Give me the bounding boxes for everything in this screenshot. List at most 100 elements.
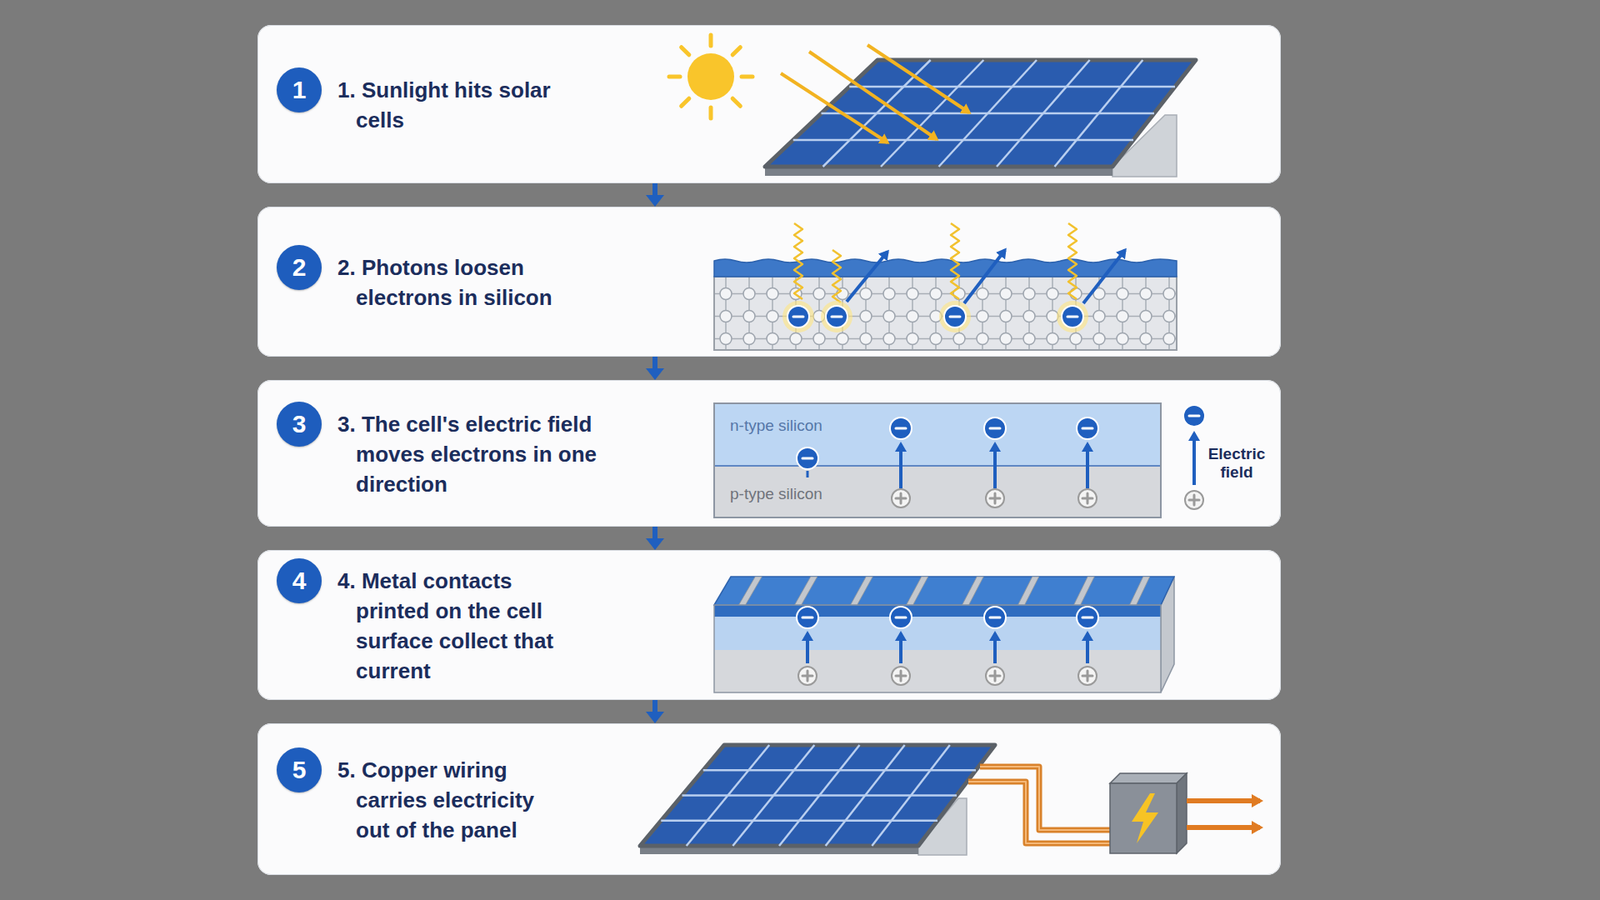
output-arrow	[1186, 825, 1260, 830]
step-text: 5. Copper wiring carries electricity out…	[337, 755, 565, 845]
electron	[1189, 415, 1200, 418]
flow-arrow	[652, 526, 658, 539]
sun-symbol	[669, 35, 753, 119]
step-text: 3. The cell's electric field moves elect…	[337, 409, 598, 500]
electron	[890, 606, 912, 629]
cell-slab	[906, 576, 929, 605]
sun-symbol	[681, 98, 690, 106]
hole	[1086, 670, 1090, 681]
hole	[994, 493, 997, 504]
step-text: 1. Sunlight hits solar cells	[337, 75, 556, 135]
pn-junction	[714, 465, 1161, 467]
electron	[990, 616, 1000, 620]
electron	[796, 405, 1205, 470]
junction-box	[1110, 783, 1177, 854]
solar-panel	[660, 820, 938, 823]
field-label: Electric field	[1200, 445, 1274, 482]
pn-junction	[714, 403, 1161, 518]
loose-electron	[793, 315, 1078, 319]
electron	[1183, 405, 1205, 427]
photon-wave	[1068, 223, 1077, 300]
hole	[891, 666, 910, 685]
hole	[1185, 490, 1204, 510]
step-badge: 4	[276, 558, 322, 604]
step-panel: 2. Photons loosen electrons in silicon 2	[257, 206, 1281, 357]
loose-electron	[1056, 300, 1089, 333]
cell-slab	[714, 576, 1175, 605]
step-badge: 2	[276, 245, 322, 290]
photon-wave	[794, 223, 1077, 303]
pn-junction	[714, 465, 1161, 518]
hole	[895, 493, 1200, 505]
photon-wave	[950, 223, 960, 300]
callout-number: 2	[292, 253, 307, 282]
solar-panel	[821, 112, 1155, 115]
electron	[990, 427, 1000, 430]
junction-box	[1131, 793, 1159, 844]
electron	[1076, 417, 1099, 440]
cell-slab	[795, 576, 818, 605]
junction-box	[1110, 773, 1187, 854]
sunlight-ray	[867, 45, 970, 113]
copper-wire	[968, 766, 1110, 844]
hole	[798, 666, 1097, 685]
solar-panel	[660, 745, 976, 846]
step-text-block: 2. Photons loosen electrons in silicon	[337, 252, 588, 313]
hole	[900, 493, 903, 504]
silicon-block	[714, 276, 1177, 350]
cell-slab	[962, 576, 985, 605]
electron	[1076, 606, 1099, 629]
flow-arrow	[652, 700, 658, 712]
hole	[1086, 493, 1090, 504]
solar-panel	[640, 745, 995, 855]
label-slot: p-type silicon	[730, 485, 823, 504]
copper-wire	[968, 781, 1110, 844]
sunlight-ray	[780, 45, 970, 143]
sunlight-ray	[809, 51, 937, 140]
callout-number: 3	[292, 410, 307, 439]
field-arrow	[806, 470, 810, 478]
hole	[798, 666, 817, 685]
sun-symbol	[669, 35, 753, 119]
field-arrow	[805, 633, 810, 664]
step-panel: 1. Sunlight hits solar cells 1	[257, 25, 1281, 184]
cell-slab	[714, 650, 1161, 693]
step-badge: 5	[276, 747, 322, 793]
electron	[890, 417, 912, 440]
electron	[895, 427, 906, 430]
field-arrow	[1085, 633, 1090, 664]
panel-ground	[257, 380, 1281, 527]
sun-symbol	[681, 47, 690, 55]
step-badge: 1	[276, 67, 322, 113]
electron	[984, 417, 1006, 440]
electron-path-arrow	[1083, 250, 1125, 304]
cell-slab	[850, 576, 874, 605]
field-arrow	[807, 633, 1088, 664]
copper-wire	[980, 766, 1110, 830]
flow-arrow	[652, 183, 658, 195]
sunlight-ray	[780, 73, 888, 143]
panel-ground	[257, 25, 1281, 184]
callout-number: 5	[292, 755, 307, 785]
panel-ground	[257, 206, 1281, 357]
step-text-block: 1. Sunlight hits solar cells	[337, 75, 556, 135]
cell-slab	[714, 605, 1161, 693]
step-text-block: 5. Copper wiring carries electricity out…	[337, 755, 565, 845]
electron-path-arrow	[964, 250, 1005, 304]
electron-path-arrow	[846, 251, 888, 302]
field-arrow	[807, 433, 1195, 489]
field-arrow	[1192, 433, 1196, 485]
electron	[796, 606, 819, 629]
hole	[891, 489, 1204, 510]
loose-electron	[782, 300, 815, 333]
hole	[798, 666, 1097, 685]
step-text: 2. Photons loosen electrons in silicon	[337, 252, 588, 313]
electron	[802, 457, 813, 460]
field-arrow	[993, 444, 997, 489]
loose-electron	[782, 300, 1089, 333]
solar-panel	[682, 794, 958, 797]
electron	[802, 616, 1093, 620]
solar-panel	[640, 745, 995, 846]
